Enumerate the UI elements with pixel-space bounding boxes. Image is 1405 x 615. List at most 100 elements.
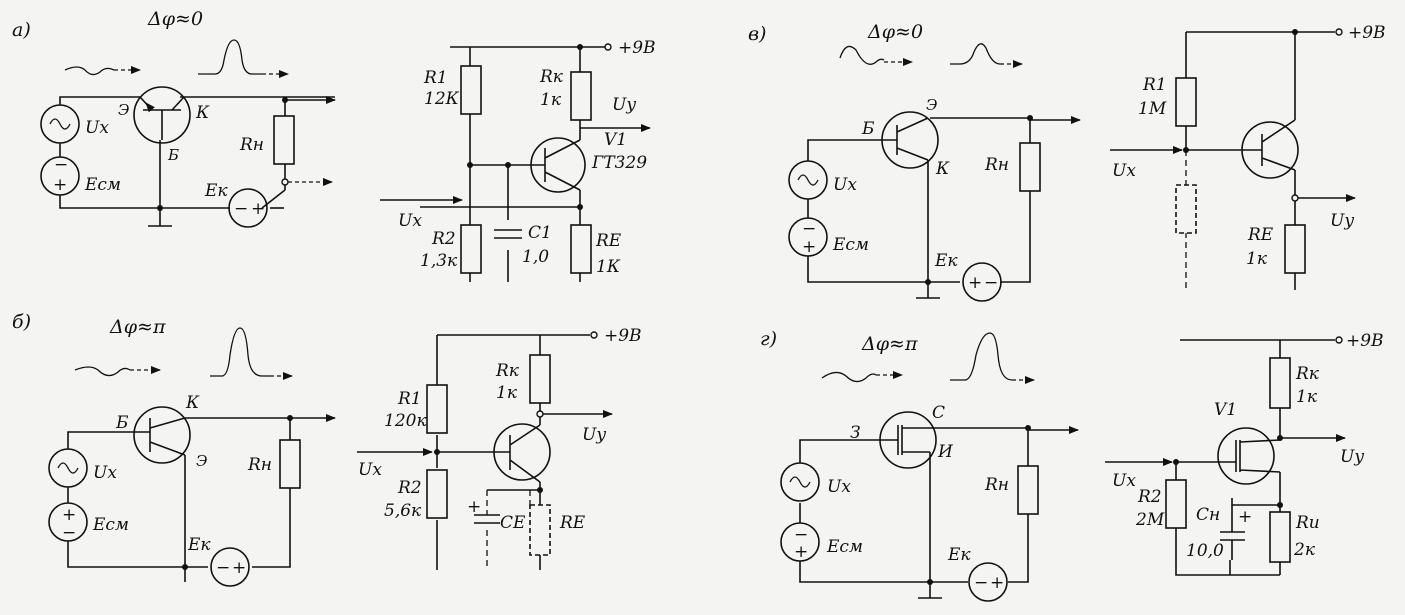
uy-g: Uу xyxy=(1340,447,1364,467)
collector-b: К xyxy=(185,393,200,413)
r1-a-value: 12К xyxy=(424,89,460,109)
r1-b xyxy=(426,384,448,434)
svg-text:−: − xyxy=(234,199,248,219)
svg-text:+: + xyxy=(794,542,808,562)
c1-a-name: С1 xyxy=(528,223,552,243)
r2-b xyxy=(426,469,448,519)
rk-g xyxy=(1269,357,1291,409)
r1-a xyxy=(460,65,482,115)
rk-g-value: 1к xyxy=(1296,387,1318,407)
ecm-label: Eсм xyxy=(84,175,121,195)
supply-g: +9В xyxy=(1346,331,1384,351)
collector-label: К xyxy=(195,103,210,123)
panel-a: а) Δφ≈0 −+ Uх Eсм Э К Б Rн −+ Eк xyxy=(12,8,656,282)
emitter-v: Э xyxy=(926,96,937,114)
r1-v-name: R1 xyxy=(1142,75,1167,95)
uy-v: Uу xyxy=(1330,211,1354,231)
output-waveform xyxy=(210,327,270,377)
v1-a: V1 xyxy=(604,130,627,150)
load-resistor xyxy=(1017,465,1039,515)
ux-b2: Ux xyxy=(358,460,382,480)
svg-text:−: − xyxy=(974,573,988,593)
supply-a-label: +9В xyxy=(618,38,656,58)
rn-v: Rн xyxy=(984,155,1009,175)
svg-text:+: + xyxy=(232,558,246,578)
svg-text:+: + xyxy=(251,199,265,219)
ux-v2: Ux xyxy=(1112,161,1136,181)
ek-label: Eк xyxy=(204,181,228,201)
supply-v: +9В xyxy=(1348,23,1386,43)
load-resistor xyxy=(279,439,301,489)
supply-b: +9В xyxy=(604,326,642,346)
source-g: И xyxy=(937,442,954,462)
collector-source-icon xyxy=(210,547,250,587)
transistor-icon xyxy=(133,86,191,144)
svg-text:−: − xyxy=(54,155,68,175)
ek-v: Eк xyxy=(934,251,958,271)
re-a-name: RE xyxy=(595,231,622,251)
svg-text:−: − xyxy=(216,558,230,578)
re-b xyxy=(529,504,551,556)
fet-g2-icon xyxy=(1217,427,1275,485)
panel-g-phase: Δφ≈π xyxy=(861,333,918,355)
r2-a-name: R2 xyxy=(431,229,456,249)
ux-b: Uх xyxy=(93,463,117,483)
input-waveform xyxy=(74,366,131,377)
ux-a2: Ux xyxy=(398,211,422,231)
r1-v xyxy=(1175,77,1197,127)
r1-b-value: 120к xyxy=(384,411,427,431)
output-waveform xyxy=(950,332,1013,381)
base-v: Б xyxy=(861,119,875,139)
re-v xyxy=(1284,224,1306,274)
ux-v: Uх xyxy=(833,175,857,195)
re-v-value: 1к xyxy=(1246,249,1268,269)
r2-g-value: 2М xyxy=(1135,510,1165,530)
rk-b-name: Rк xyxy=(495,361,520,381)
r2-b-value: 5,6к xyxy=(384,501,422,521)
c1-a-value: 1,0 xyxy=(522,247,549,267)
uy-b: Uу xyxy=(582,425,606,445)
r1-b-name: R1 xyxy=(397,389,422,409)
emitter-label: Э xyxy=(118,101,129,119)
cn-g-name: Сн xyxy=(1196,505,1220,525)
input-waveform xyxy=(839,45,885,65)
svg-text:+: + xyxy=(467,497,481,517)
uy-a-label: Uу xyxy=(612,95,636,115)
v1-g: V1 xyxy=(1214,400,1237,420)
svg-text:+: + xyxy=(802,237,816,257)
ux-g: Uх xyxy=(827,477,851,497)
panel-a-label: а) xyxy=(12,19,31,41)
collector-source-icon xyxy=(228,188,268,228)
svg-text:−: − xyxy=(802,219,816,239)
emitter-b: Э xyxy=(196,452,207,470)
re-a xyxy=(570,224,592,274)
panel-b: б) Δφ≈π +− Uх Eсм Б К Э Rн −+ Eк +9В R1 … xyxy=(12,311,642,587)
rn-label: Rн xyxy=(239,135,264,155)
rn-g: Rн xyxy=(984,475,1009,495)
ek-g: Eк xyxy=(947,545,971,565)
rk-g-name: Rк xyxy=(1295,364,1320,384)
panel-v-label: в) xyxy=(748,23,766,45)
collector-v: К xyxy=(935,159,950,179)
transistor-a-icon xyxy=(530,137,586,193)
output-waveform xyxy=(198,39,262,75)
svg-text:−: − xyxy=(794,525,808,545)
base-label: Б xyxy=(167,146,179,164)
ux-label: Uх xyxy=(85,118,109,138)
panel-b-label: б) xyxy=(12,311,31,333)
r2-a xyxy=(460,224,482,274)
re-a-value: 1К xyxy=(596,257,621,277)
ce-b: СE xyxy=(500,513,526,533)
drain-g: С xyxy=(932,403,945,423)
ek-b: Eк xyxy=(187,535,211,555)
ecm-v: Eсм xyxy=(832,235,869,255)
collector-source-icon xyxy=(962,262,1002,302)
dashed-resistor xyxy=(1175,184,1197,234)
svg-text:+: + xyxy=(990,573,1004,593)
svg-text:+: + xyxy=(968,273,982,293)
r1-v-value: 1М xyxy=(1138,99,1167,119)
rn-b: Rн xyxy=(247,455,272,475)
r2-b-name: R2 xyxy=(397,478,422,498)
rk-a xyxy=(570,71,592,121)
